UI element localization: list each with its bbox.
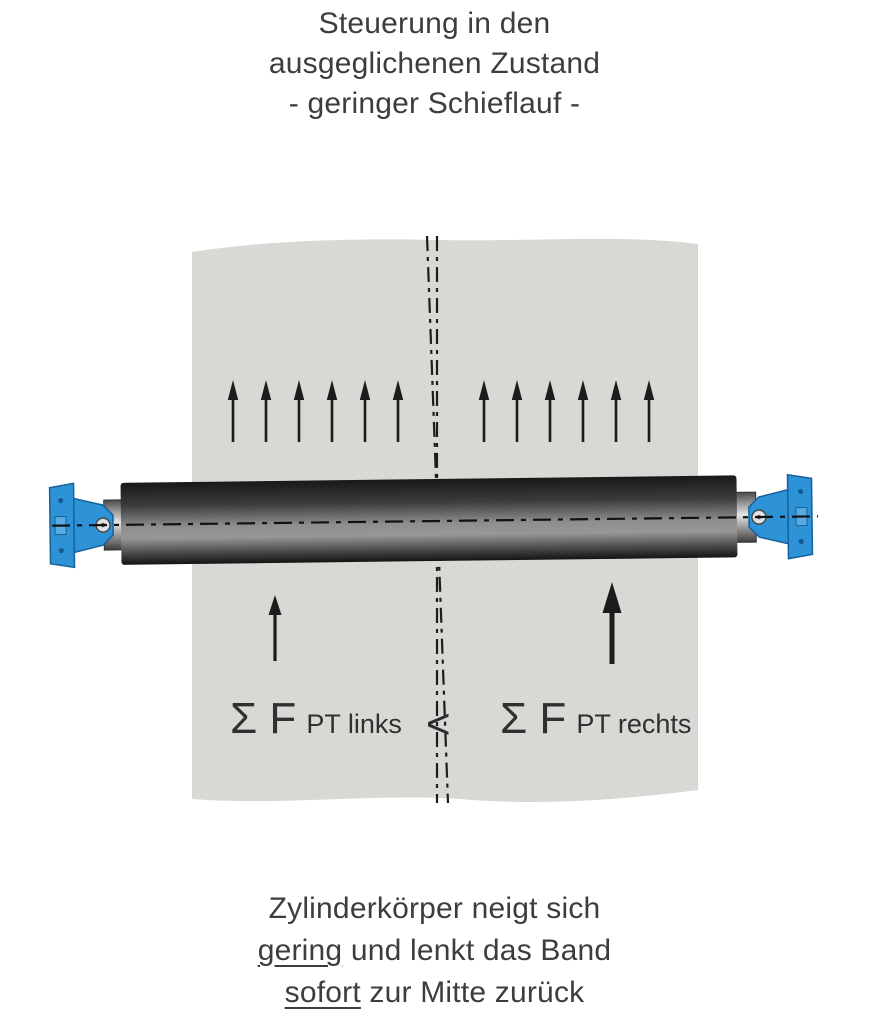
caption-line-3-rest: zur Mitte zurück — [360, 976, 585, 1009]
sigma-f-left-subscript: PT links — [306, 709, 402, 739]
caption-line-3: sofort zur Mitte zurück — [0, 972, 869, 1014]
caption-underlined-sofort: sofort — [284, 976, 361, 1009]
force-arrow-right — [602, 582, 622, 664]
force-label-right: Σ F PT rechts — [500, 694, 691, 744]
pendulum-roller-assembly — [48, 473, 818, 569]
caption-line-1: Zylinderkörper neigt sich — [268, 892, 601, 925]
title-line-3: - geringer Schieflauf - — [288, 87, 581, 120]
sigma-f-right-subscript: PT rechts — [576, 709, 692, 739]
caption: Zylinderkörper neigt sich gering und len… — [0, 888, 869, 1014]
force-label-left: Σ F PT links — [230, 694, 402, 744]
page-title: Steuerung in den ausgeglichenen Zustand … — [0, 4, 869, 124]
caption-underlined-gering: gering — [257, 934, 343, 967]
roller-axis-line — [52, 515, 818, 527]
force-arrow-left — [268, 595, 282, 661]
caption-line-2: gering und lenkt das Band — [0, 930, 869, 972]
sigma-f-right: Σ F — [500, 694, 567, 743]
title-line-2: ausgeglichenen Zustand — [268, 47, 601, 80]
title-line-1: Steuerung in den — [318, 7, 551, 40]
caption-line-2-rest: und lenkt das Band — [342, 934, 612, 967]
sigma-f-left: Σ F — [230, 694, 297, 743]
force-comparator-less-than: < — [426, 700, 451, 747]
